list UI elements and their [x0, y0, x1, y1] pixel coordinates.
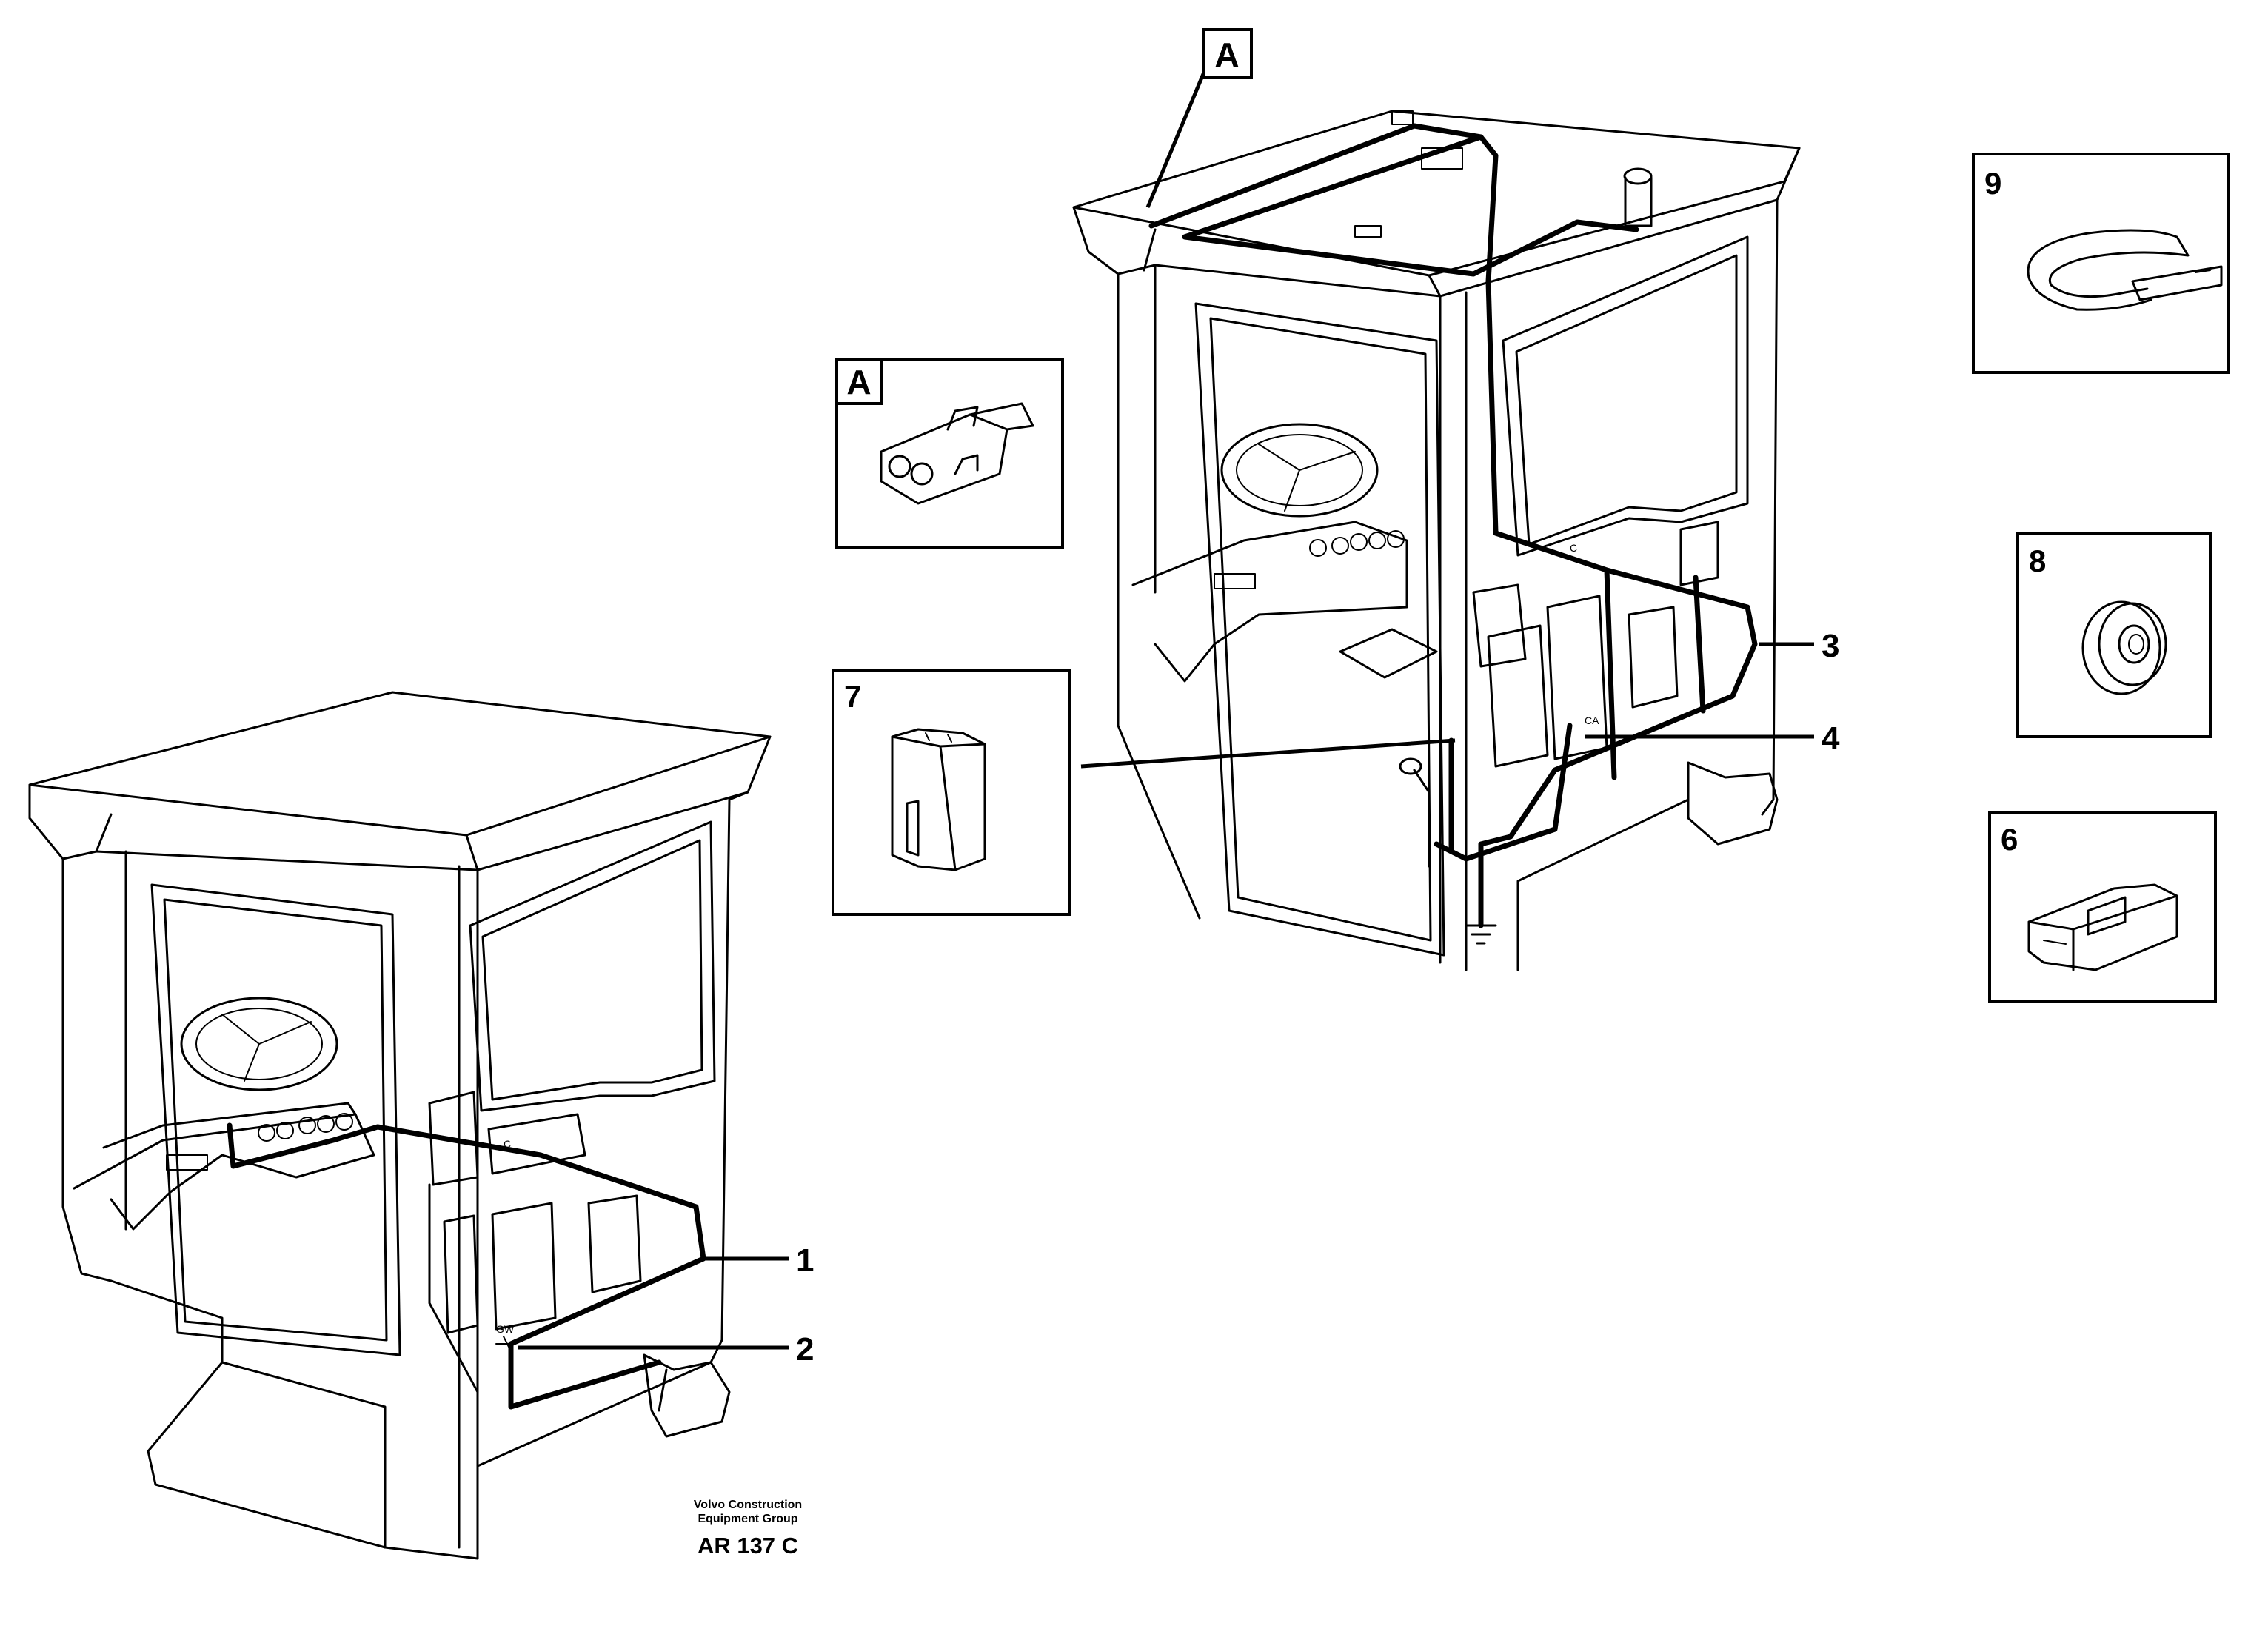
callout-3: 3: [1822, 628, 1839, 664]
inset-8-grommet: 8: [2016, 532, 2212, 738]
left-cab: [28, 691, 772, 1560]
callout-4: 4: [1822, 720, 1840, 757]
left-connector-marking: GW: [496, 1323, 515, 1335]
company-line-2: Equipment Group: [698, 1513, 797, 1525]
inset-6-housing: 6: [1988, 811, 2217, 1003]
footer-branding: Volvo Construction Equipment Group AR 13…: [694, 1499, 802, 1559]
left-panel-marking: C: [504, 1138, 511, 1150]
drawing-code: AR 137 C: [698, 1533, 798, 1559]
right-panel-marking: C: [1570, 542, 1577, 554]
inset-7-label: 7: [844, 679, 861, 714]
marker-a-top-label: A: [1214, 36, 1239, 74]
company-line-1: Volvo Construction: [694, 1499, 802, 1511]
callout-1: 1: [796, 1242, 814, 1279]
inset-a-label: A: [846, 363, 871, 401]
inset-8-label: 8: [2029, 543, 2046, 578]
inset-6-label: 6: [2001, 822, 2018, 857]
inset-7-relay: 7: [832, 669, 1071, 916]
inset-a-connector: A: [835, 358, 1064, 549]
callout-2: 2: [796, 1331, 814, 1368]
right-connector-marking: CA: [1585, 714, 1599, 726]
leader-lines: [518, 73, 1814, 1350]
inset-9-cable-tie: 9: [1972, 153, 2230, 374]
inset-9-label: 9: [1984, 166, 2001, 201]
detail-marker-a-top: A: [1202, 28, 1253, 79]
right-cab: [1072, 110, 1801, 971]
